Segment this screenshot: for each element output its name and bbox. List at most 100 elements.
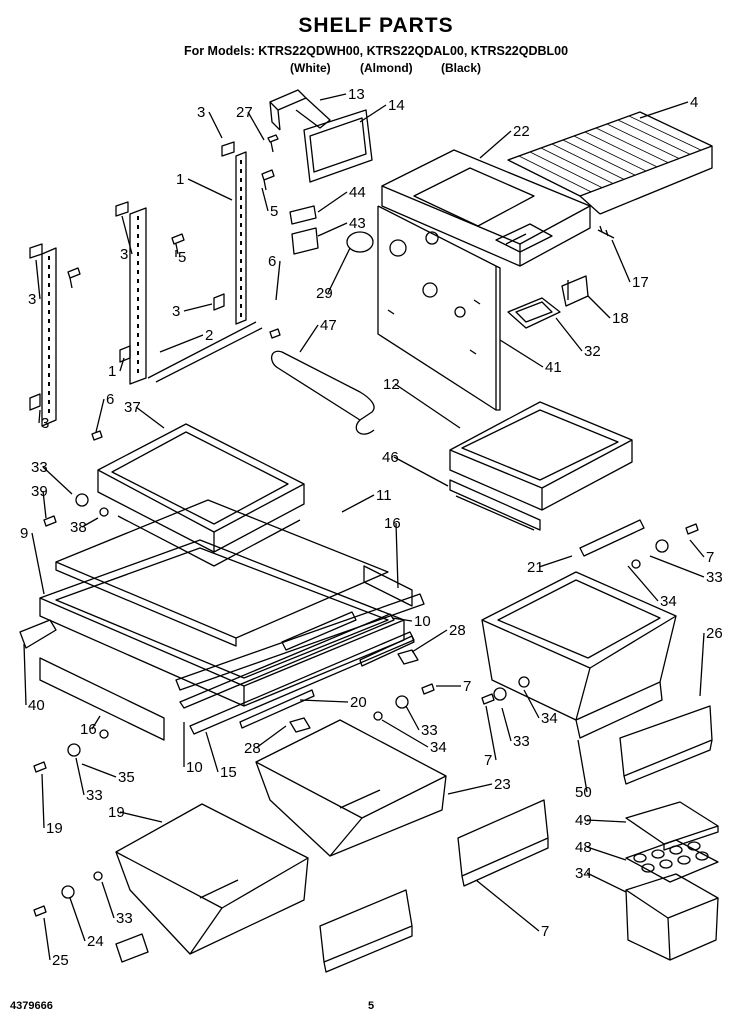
page-number: 5 [368,1000,375,1012]
callout-number: 29 [316,285,333,302]
callout-leader-3 [38,409,41,424]
callout-leader-40 [23,643,27,706]
callout-leader-16 [91,715,101,730]
callout-number: 34 [430,739,447,756]
rail-slot [137,225,139,229]
callout-number: 7 [541,923,549,940]
rail-slot [48,382,50,386]
callout-number: 10 [414,613,431,630]
callout-number: 43 [349,215,366,232]
callout-number: 13 [348,86,365,103]
rail-slot [240,205,242,209]
callout-number: 28 [449,622,466,639]
egg-hole [677,855,691,865]
rail-slot [137,288,139,292]
callout-leader-24 [69,897,86,942]
callout-number: 2 [205,327,213,344]
part-pin-17 [597,225,615,239]
callout-leader-12 [394,383,461,429]
rail-slot [137,297,139,301]
callout-leader-48 [586,846,627,861]
rail-slot [137,234,139,238]
callout-leader-29 [327,247,351,294]
callout-leader-28 [411,629,448,653]
callout-leader-33 [501,707,512,742]
callout-leader-7 [485,705,497,761]
callout-leader-20 [299,699,349,703]
callout-number: 44 [349,184,366,201]
rail-slot [137,369,139,373]
callout-leaders [23,93,705,961]
callout-leader-14 [359,104,387,123]
callout-leader-3 [208,111,223,139]
rail-slot [240,214,242,218]
rail-slot [240,295,242,299]
callout-leader-10 [391,617,413,622]
callout-leader-23 [447,783,493,795]
callout-leader-19 [41,773,45,829]
callout-leader-33 [75,757,85,796]
part-screws-5-6 [67,169,281,441]
rail-slot [240,277,242,281]
part-shelf-frame-9 [39,539,425,707]
callout-number: 35 [118,769,135,786]
callout-leader-1 [119,357,125,372]
callout-number: 49 [575,812,592,829]
callout-number: 33 [31,459,48,476]
egg-hole [659,859,673,869]
egg-hole [687,841,701,851]
rail-slot [240,223,242,227]
part-cap-29 [346,231,374,253]
callout-number: 33 [86,787,103,804]
callout-number: 5 [270,203,278,220]
callout-number: 7 [463,678,471,695]
rail-slot [240,187,242,191]
callout-leader-50 [577,739,588,793]
rail-slot [137,351,139,355]
egg-hole [633,853,647,863]
callout-number: 24 [87,933,104,950]
callout-number: 18 [612,310,629,327]
callout-number: 12 [383,376,400,393]
rail-slot [240,232,242,236]
callout-leader-6 [95,398,105,433]
callout-number: 7 [706,549,714,566]
model-list: For Models: KTRS22QDWH00, KTRS22QDAL00, … [183,44,569,58]
callout-leader-15 [205,731,219,773]
callout-number: 48 [575,839,592,856]
rail-slot [240,250,242,254]
callout-number: 9 [20,525,28,542]
wire-rod [540,147,614,184]
rail-slot [48,400,50,404]
variant-black: (Black) [441,61,482,75]
rail-slot [137,306,139,310]
rail-slot [137,342,139,346]
callout-leader-1 [187,178,233,201]
diagram-title: SHELF PARTS [298,14,454,37]
callout-number: 34 [660,593,677,610]
callout-leader-4 [639,101,689,119]
rail-slot [240,169,242,173]
wire-rod [529,151,603,189]
part-clip-25 [115,933,149,963]
part-egg-tray-49 [625,839,719,883]
callout-leader-5 [261,187,269,212]
rail-slot [48,328,50,332]
callout-number: 32 [584,343,601,360]
callout-leader-21 [538,555,573,568]
callout-leader-47 [299,324,319,353]
part-trim-21 [579,519,645,557]
wire-rod [551,143,625,180]
callout-number: 47 [320,317,337,334]
callout-leader-25 [43,917,51,961]
rail-slot [48,337,50,341]
part-screw-27 [267,134,279,153]
callout-number: 7 [484,752,492,769]
callout-number: 10 [186,759,203,776]
callout-number: 3 [41,415,49,432]
egg-hole [695,851,709,861]
egg-hole [651,849,665,859]
